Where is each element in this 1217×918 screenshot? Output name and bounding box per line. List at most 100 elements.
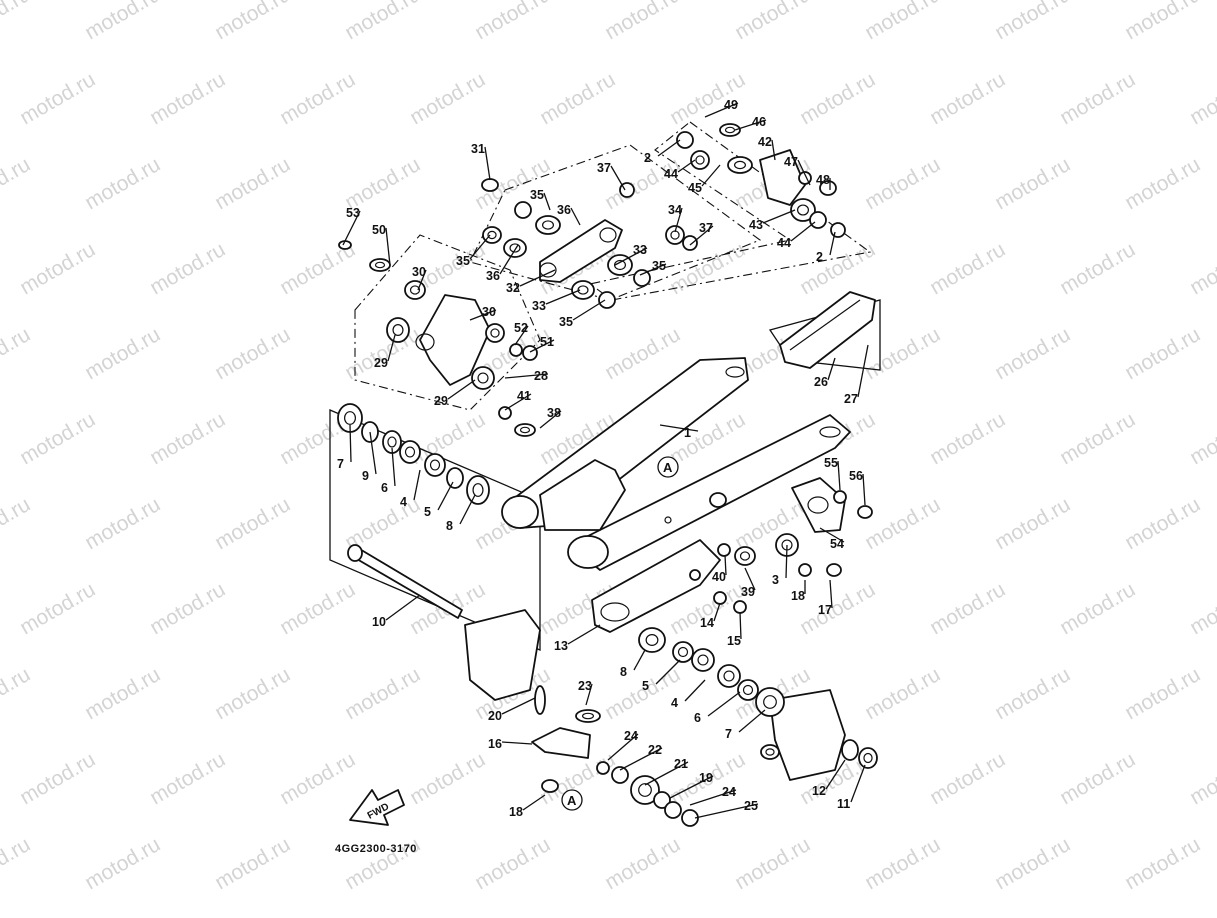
watermark-text: motod.ru: [0, 0, 34, 44]
bushing-washer: [727, 156, 753, 174]
leader-line: [387, 334, 396, 362]
leader-line: [744, 567, 756, 591]
callout-14: 14: [700, 602, 721, 630]
leader-line: [689, 225, 714, 246]
bushing-bore: [374, 261, 386, 269]
callout-number: 47: [784, 155, 798, 169]
leader-line: [469, 234, 491, 260]
callout-43: 43: [749, 209, 796, 232]
leader-line: [585, 683, 593, 706]
bushing-washer: [809, 211, 827, 229]
callout-number: 20: [488, 709, 502, 723]
watermark-text: motod.ru: [861, 493, 944, 554]
leader-line: [543, 192, 551, 211]
watermark-text: motod.ru: [1186, 238, 1217, 299]
callout-3: 3: [772, 544, 788, 587]
callout-number: 53: [346, 206, 360, 220]
watermark-text: motod.ru: [1056, 578, 1139, 639]
watermark-text: motod.ru: [731, 0, 814, 44]
watermark-text: motod.ru: [341, 323, 424, 384]
bushing-bore: [739, 551, 751, 561]
watermark-text: motod.ru: [1186, 408, 1217, 469]
leader-line: [504, 393, 532, 411]
callout-8: 8: [446, 494, 476, 533]
bushing-bore: [429, 459, 441, 471]
bushing-washer: [514, 201, 532, 219]
watermark-text: motod.ru: [276, 578, 359, 639]
watermark-text: motod.ru: [1186, 578, 1217, 639]
bushing-bore: [697, 654, 709, 666]
callout-number: 8: [446, 519, 453, 533]
watermark-text: motod.ru: [1056, 68, 1139, 129]
leader-line: [707, 691, 741, 717]
callout-18: 18: [509, 794, 546, 819]
callout-7: 7: [725, 709, 766, 741]
bushing-bore: [695, 155, 705, 165]
callout-23: 23: [578, 679, 593, 706]
axle-slot-upper: [725, 366, 745, 378]
bushing-washer: [790, 198, 816, 222]
leader-line: [837, 460, 841, 491]
callout-number: 16: [488, 737, 502, 751]
callout-33: 33: [614, 243, 648, 266]
watermark-text: motod.ru: [211, 323, 294, 384]
bushing-washer: [485, 323, 505, 343]
callout-2: 2: [816, 231, 836, 264]
watermark-text: motod.ru: [276, 68, 359, 129]
watermark-text: motod.ru: [601, 663, 684, 724]
callout-number: 7: [725, 727, 732, 741]
callout-13: 13: [554, 624, 601, 653]
callout-number: 28: [534, 369, 548, 383]
callout-17: 17: [818, 579, 833, 617]
callout-18: 18: [791, 580, 806, 603]
bushing-washer: [682, 235, 698, 251]
watermark-text: motod.ru: [81, 153, 164, 214]
watermark-text: motod.ru: [1121, 493, 1204, 554]
swingarm-pivot-block: [539, 459, 626, 531]
watermark-text: motod.ru: [1121, 153, 1204, 214]
callout-27: 27: [844, 344, 869, 406]
callout-56: 56: [849, 469, 866, 506]
leader-line: [857, 344, 869, 398]
watermark-text: motod.ru: [471, 833, 554, 894]
bushing-bore: [477, 372, 489, 384]
watermark-text: motod.ru: [146, 68, 229, 129]
callout-10: 10: [372, 594, 421, 629]
chain-guard-ridge: [789, 299, 861, 351]
connecting-rod: [539, 219, 623, 283]
swingarm-pivot-boss-upper: [501, 495, 539, 529]
bushing-washer: [857, 505, 873, 519]
leader-line: [572, 299, 606, 321]
watermark-text: motod.ru: [1186, 748, 1217, 809]
callout-29: 29: [374, 334, 396, 370]
leader-line: [862, 473, 866, 506]
bushing-washer: [534, 685, 546, 715]
callout-number: 3: [772, 573, 779, 587]
bushing-washer: [481, 178, 499, 192]
watermark-text: motod.ru: [471, 0, 554, 44]
leader-line: [639, 263, 667, 276]
callout-47: 47: [784, 155, 811, 186]
callout-16: 16: [488, 737, 533, 751]
callout-number: 49: [724, 98, 738, 112]
callout-number: 4: [671, 696, 678, 710]
callout-number: 35: [559, 315, 573, 329]
callout-number: 35: [456, 254, 470, 268]
leader-line: [790, 221, 816, 242]
leader-line: [694, 803, 759, 819]
callout-number: 27: [844, 392, 858, 406]
callout-21: 21: [644, 757, 689, 786]
watermark-text: motod.ru: [536, 68, 619, 129]
leader-line: [657, 139, 681, 157]
callout-number: 52: [514, 321, 528, 335]
callout-37: 37: [689, 221, 714, 246]
callout-7: 7: [337, 424, 352, 471]
callout-49: 49: [704, 98, 739, 118]
callout-number: 39: [741, 585, 755, 599]
watermark-text: motod.ru: [991, 663, 1074, 724]
leader-line: [391, 447, 396, 487]
leader-line: [734, 119, 767, 131]
leader-line: [785, 544, 788, 579]
bushing-washer: [858, 747, 878, 769]
